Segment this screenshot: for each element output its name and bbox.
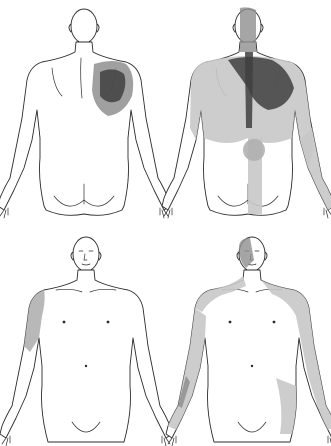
- panel-back-referred: [162, 7, 331, 218]
- panel-front-referred: [166, 237, 331, 446]
- lumbar-pain-spot: [243, 139, 265, 161]
- right-wrist-light-area: [318, 406, 331, 430]
- panel-back-local: [0, 9, 170, 218]
- right-arm-light-area: [300, 128, 331, 210]
- left-arm-light-area: [168, 308, 206, 430]
- spine-dark-line: [245, 52, 253, 128]
- back-body-outline: [0, 9, 170, 218]
- panel-front-local: [0, 237, 172, 446]
- neck-pain-area: [240, 7, 256, 52]
